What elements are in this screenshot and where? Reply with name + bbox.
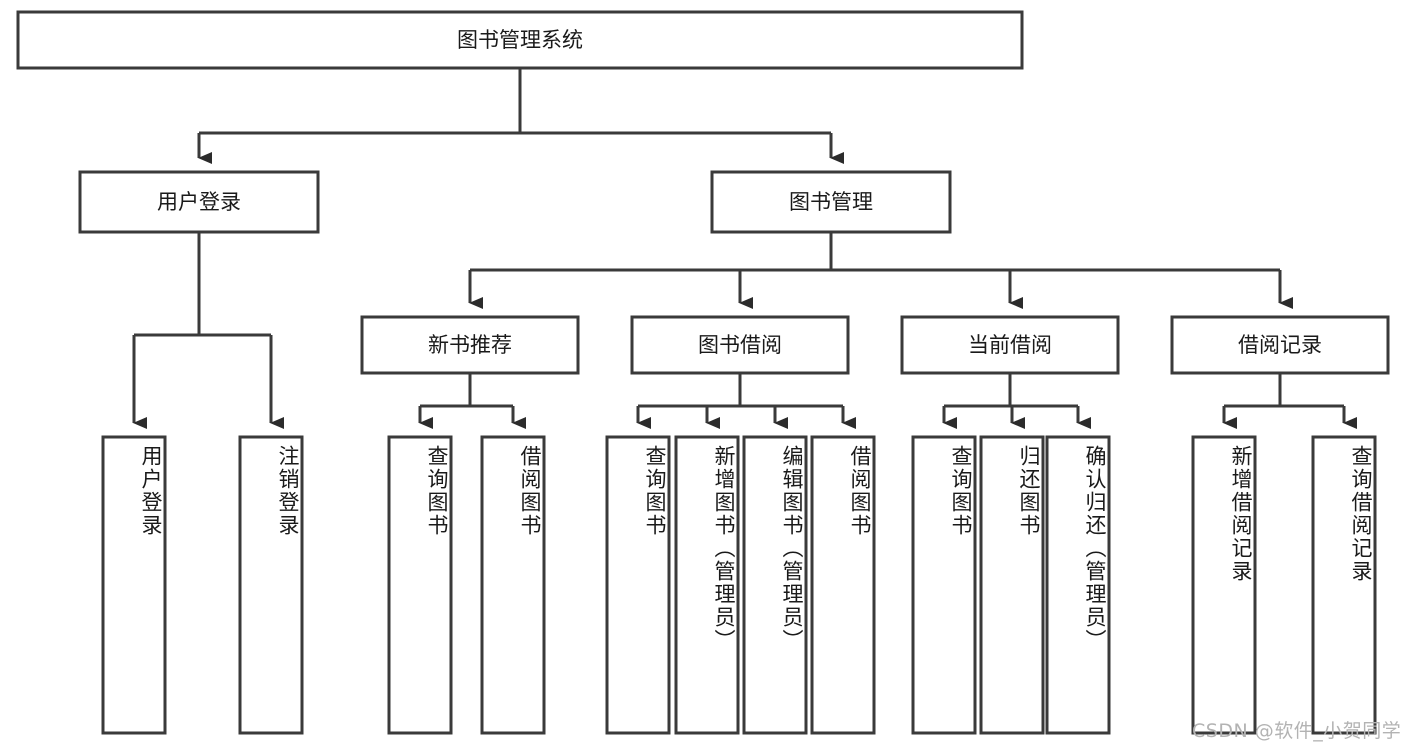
node-box — [900, 315, 1120, 375]
node-leaf-借阅图书[interactable] — [480, 435, 546, 735]
node-leaf-新增借阅记录[interactable] — [1191, 435, 1257, 735]
node-leaf-查询图书[interactable] — [387, 435, 453, 735]
node-level2-图书管理[interactable]: 图书管理 — [710, 170, 952, 234]
node-box — [1311, 435, 1377, 735]
node-leaf-注销登录[interactable] — [238, 435, 304, 735]
node-leaf-新增图书管理员[interactable] — [674, 435, 740, 735]
watermark: CSDN @软件_小贺同学 — [1192, 720, 1402, 742]
node-box — [979, 435, 1045, 735]
node-leaf-查询图书[interactable] — [911, 435, 977, 735]
node-label: 当前借阅 — [968, 333, 1052, 357]
node-root-图书管理系统[interactable]: 图书管理系统 — [16, 10, 1024, 70]
node-box — [742, 435, 808, 735]
node-box — [1170, 315, 1390, 375]
node-box — [387, 435, 453, 735]
node-level3-新书推荐[interactable]: 新书推荐 — [360, 315, 580, 375]
node-label: 图书借阅 — [698, 333, 782, 357]
node-box — [710, 170, 952, 234]
node-leaf-查询图书[interactable] — [605, 435, 671, 735]
node-box — [480, 435, 546, 735]
node-box — [16, 10, 1024, 70]
node-label: 图书管理 — [789, 190, 873, 214]
node-box — [1191, 435, 1257, 735]
node-leaf-归还图书[interactable] — [979, 435, 1045, 735]
node-box — [238, 435, 304, 735]
node-label: 新书推荐 — [428, 333, 512, 357]
node-leaf-借阅图书[interactable] — [810, 435, 876, 735]
connector-layer — [132, 68, 1357, 429]
node-label: 图书管理系统 — [457, 28, 583, 52]
node-box — [101, 435, 167, 735]
node-box — [630, 315, 850, 375]
node-box — [810, 435, 876, 735]
node-level2-用户登录[interactable]: 用户登录 — [78, 170, 320, 234]
node-label: 借阅记录 — [1238, 333, 1322, 357]
node-box — [1045, 435, 1111, 735]
node-box — [605, 435, 671, 735]
node-box — [78, 170, 320, 234]
node-level3-当前借阅[interactable]: 当前借阅 — [900, 315, 1120, 375]
node-box — [360, 315, 580, 375]
node-leaf-编辑图书管理员[interactable] — [742, 435, 808, 735]
node-label: 用户登录 — [157, 190, 241, 214]
node-level3-图书借阅[interactable]: 图书借阅 — [630, 315, 850, 375]
node-leaf-用户登录[interactable] — [101, 435, 167, 735]
node-leaf-确认归还管理员[interactable] — [1045, 435, 1111, 735]
node-box — [911, 435, 977, 735]
node-level3-借阅记录[interactable]: 借阅记录 — [1170, 315, 1390, 375]
node-box — [674, 435, 740, 735]
node-leaf-查询借阅记录[interactable] — [1311, 435, 1377, 735]
